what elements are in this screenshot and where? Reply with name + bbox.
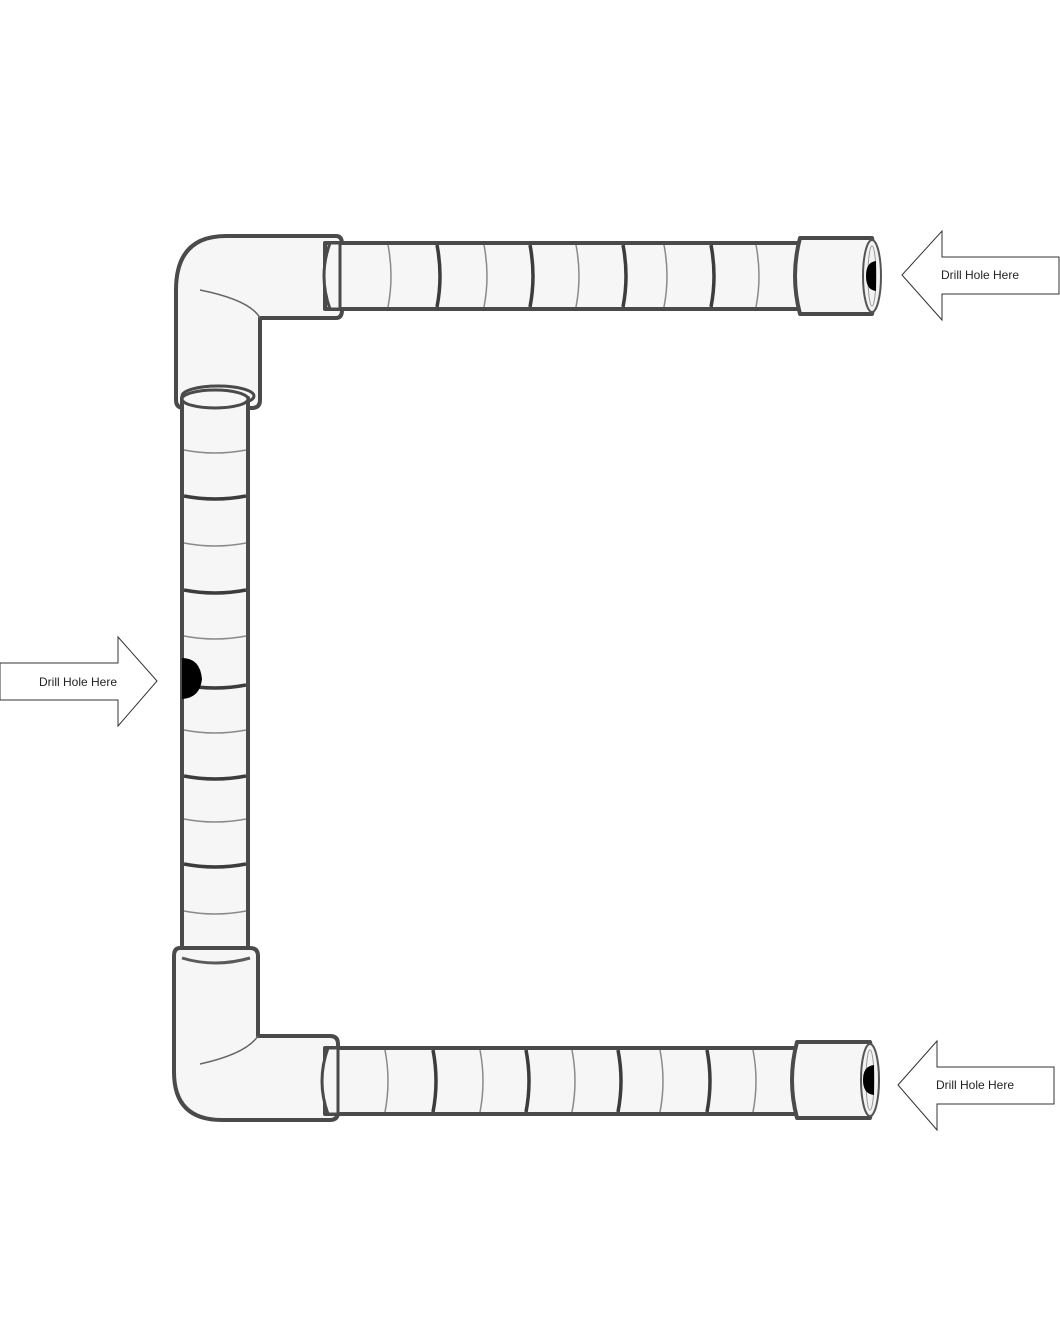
arrow-label-left: Drill Hole Here — [39, 675, 117, 689]
arrow-bottom-right: Drill Hole Here — [897, 1039, 1055, 1132]
drill-hole-left — [182, 658, 202, 699]
drill-hole-bottom-right — [863, 1065, 874, 1095]
arrow-label-bottom-right: Drill Hole Here — [936, 1078, 1014, 1092]
drill-hole-top-right — [866, 261, 876, 291]
arrow-top-right: Drill Hole Here — [901, 229, 1060, 322]
top-right-coupling — [793, 236, 882, 316]
bottom-horizontal-pipe — [320, 1046, 799, 1116]
top-horizontal-pipe — [322, 241, 802, 311]
bottom-right-coupling — [790, 1040, 880, 1120]
bottom-elbow-fitting — [172, 946, 340, 1122]
arrow-left: Drill Hole Here — [0, 635, 158, 728]
vertical-pipe — [180, 388, 250, 962]
arrow-label-top-right: Drill Hole Here — [941, 268, 1019, 282]
top-elbow-fitting — [174, 234, 344, 410]
